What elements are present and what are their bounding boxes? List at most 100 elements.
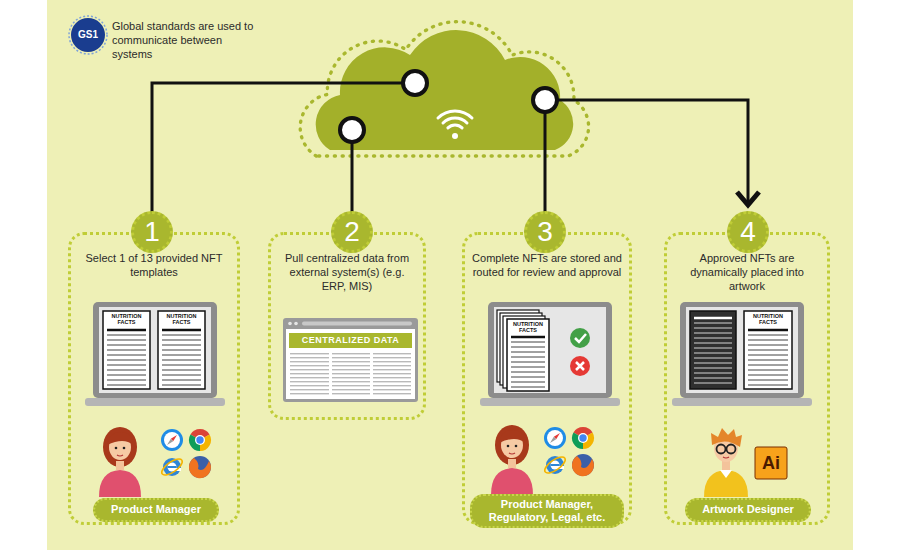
- doc-line: [748, 370, 788, 371]
- step-number-text: 1: [144, 218, 160, 246]
- chrome-icon: [572, 427, 594, 449]
- reject-mark: [570, 356, 590, 376]
- browser-window-part: [286, 329, 415, 399]
- doc-line: [694, 363, 732, 364]
- laptop-part: [672, 398, 812, 406]
- wire: [351, 142, 354, 212]
- step-panel: Approved NFTs are dynamically placed int…: [664, 232, 830, 525]
- firefox-icon: [189, 456, 211, 478]
- doc-line: [107, 375, 146, 376]
- wire: [557, 100, 748, 203]
- doc-heading: NUTRITION FACTS: [160, 314, 203, 326]
- wifi-symbol-part: [438, 111, 472, 118]
- doc-line: [748, 335, 788, 336]
- doc-line: [694, 378, 732, 379]
- doc-line: [162, 365, 201, 366]
- role-pill: Product Manager, Regulatory, Legal, etc.: [470, 494, 624, 528]
- step-number-text: 4: [740, 218, 756, 246]
- doc-line: [748, 329, 788, 332]
- step-panel-text: Complete NFTs are stored and routed for …: [471, 252, 623, 280]
- doc-line: [748, 340, 788, 341]
- doc-line: [107, 385, 146, 386]
- doc-line: [694, 338, 732, 339]
- logo-text: GS1: [72, 30, 104, 40]
- doc-heading: NUTRITION FACTS: [746, 314, 790, 326]
- step-number-text: 3: [537, 218, 553, 246]
- step-panel: Pull centralized data from external syst…: [268, 232, 426, 420]
- doc-line: [107, 335, 146, 336]
- role-pill-text: Product Manager: [111, 503, 201, 516]
- laptop-part: [93, 302, 217, 398]
- browser-window-part: [370, 352, 373, 396]
- doc-line: [748, 385, 788, 386]
- logo-disc: [71, 18, 105, 52]
- role-pill: Product Manager: [93, 498, 219, 522]
- cloud-shape: [316, 30, 573, 150]
- doc-line: [511, 357, 545, 358]
- data-banner: CENTRALIZED DATA: [289, 333, 412, 348]
- doc-line: [107, 380, 146, 381]
- note-text: Global standards are used to communicate…: [112, 20, 262, 61]
- nutrition-doc: [507, 319, 549, 391]
- step-panel-text: Select 1 of 13 provided NFT templates: [77, 252, 231, 280]
- doc-line: [694, 383, 732, 384]
- laptop: [672, 302, 812, 406]
- doc-line: [107, 329, 146, 332]
- step-panel: Select 1 of 13 provided NFT templates1Pr…: [68, 232, 240, 525]
- doc-line: [511, 367, 545, 368]
- browser-window-part: [283, 318, 418, 402]
- browser-window: [283, 318, 418, 402]
- doc-line: [107, 350, 146, 351]
- laptop-part: [686, 307, 798, 393]
- doc-line: [694, 368, 732, 369]
- role-pill-text: Artwork Designer: [702, 503, 794, 516]
- laptop-part: [99, 307, 211, 393]
- step-panel-text: Pull centralized data from external syst…: [277, 252, 417, 293]
- doc-line: [162, 355, 201, 356]
- cloud-wires: [152, 83, 759, 212]
- doc-line: [162, 375, 201, 376]
- logo-ring: [69, 16, 107, 54]
- wire: [152, 83, 402, 212]
- doc-line: [162, 385, 201, 386]
- wifi-symbol-part: [443, 118, 467, 123]
- doc-line: [748, 350, 788, 351]
- doc-line: [162, 335, 201, 336]
- step-panel-text: Approved NFTs are dynamically placed int…: [673, 252, 821, 293]
- laptop-part: [680, 302, 804, 398]
- doc-line: [162, 380, 201, 381]
- browser-window-part: [288, 322, 292, 326]
- doc-line: [162, 360, 201, 361]
- arrowhead: [737, 192, 759, 205]
- port: [403, 71, 427, 95]
- laptop-part: [85, 398, 225, 406]
- doc-line: [748, 380, 788, 381]
- role-pill: Artwork Designer: [685, 498, 811, 522]
- doc-line: [694, 333, 732, 334]
- doc-line: [162, 370, 201, 371]
- doc-line: [162, 350, 201, 351]
- doc-line: [694, 317, 732, 320]
- port: [340, 118, 364, 142]
- data-banner-text: CENTRALIZED DATA: [302, 336, 400, 345]
- doc-lines: [107, 318, 788, 387]
- doc-line: [107, 345, 146, 346]
- designer-figure: [704, 428, 748, 497]
- doc-line: [511, 336, 545, 339]
- app-icon-text: Ai: [755, 454, 787, 472]
- doc-line: [107, 340, 146, 341]
- doc-line: [511, 362, 545, 363]
- laptop: [480, 302, 620, 406]
- firefox-icon: [572, 454, 594, 476]
- doc-line: [748, 360, 788, 361]
- doc-line: [162, 345, 201, 346]
- ground: [47, 0, 853, 550]
- doc-line: [107, 365, 146, 366]
- nutrition-doc: [103, 311, 150, 389]
- illustrator-icon: [755, 447, 787, 479]
- doc-line: [511, 377, 545, 378]
- gs1-logo: [69, 16, 107, 54]
- ie-icon: [159, 456, 184, 478]
- browser-window-part: [294, 322, 298, 326]
